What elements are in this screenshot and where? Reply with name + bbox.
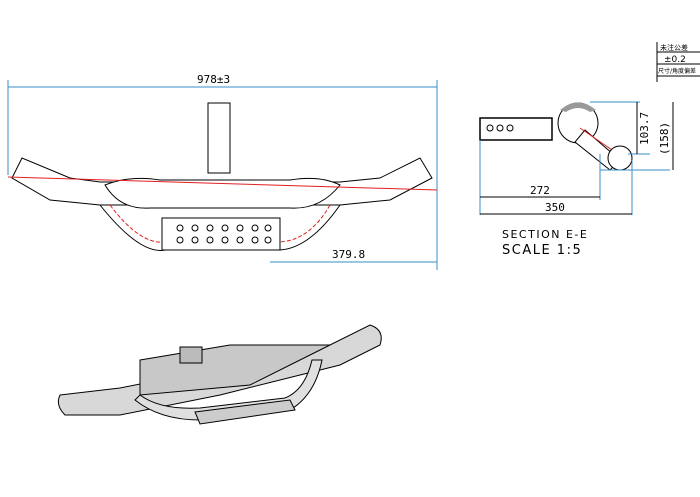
reference-height-dimension: (158) xyxy=(658,122,671,155)
receiver-section xyxy=(479,117,553,141)
inner-dimension: 272 xyxy=(530,184,550,197)
offset-dimension: 379.8 xyxy=(332,248,365,261)
isometric-view xyxy=(57,324,382,425)
title-block-row3: 尺寸/角度偏差 xyxy=(658,67,696,75)
scale-label: SCALE 1:5 xyxy=(502,243,582,258)
overall-width-dimension: 978±3 xyxy=(197,73,230,86)
hitch-receiver xyxy=(207,102,231,174)
section-label: SECTION E-E xyxy=(502,228,588,241)
height-dimension: 103.7 xyxy=(638,112,651,145)
title-block: 未注公差 ±0.2 尺寸/角度偏差 xyxy=(656,42,700,82)
front-view: 978±3 379.8 xyxy=(7,73,438,270)
outer-dimension: 350 xyxy=(545,201,565,214)
title-block-row1: 未注公差 xyxy=(660,43,688,52)
section-view: 103.7 (158) 272 350 SECTION E-E SCALE 1:… xyxy=(479,101,674,258)
iso-step-plate xyxy=(194,399,296,425)
step-plate xyxy=(161,217,281,251)
centerline xyxy=(7,176,438,191)
center-plate xyxy=(104,177,341,209)
title-block-tolerance: ±0.2 xyxy=(664,55,686,65)
